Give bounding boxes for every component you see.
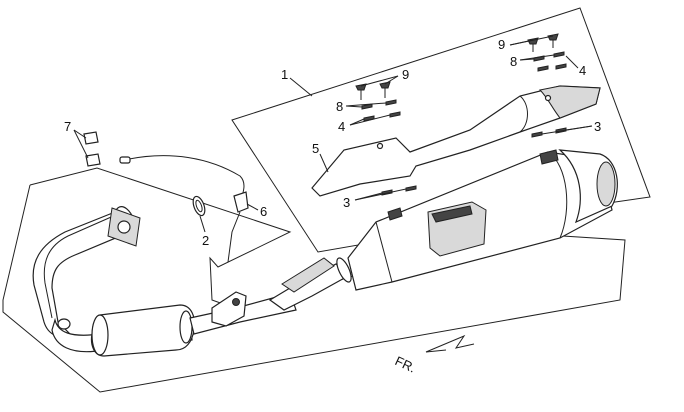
callout-9-left: 9 <box>402 67 409 82</box>
front-arrow-icon <box>425 334 475 353</box>
callout-3-bottom: 3 <box>343 195 350 210</box>
callout-6: 6 <box>260 204 267 219</box>
callout-8-left: 8 <box>336 99 343 114</box>
sensor-body <box>233 191 249 213</box>
callout-3-right: 3 <box>594 119 601 134</box>
muffler-body <box>347 149 618 291</box>
sensor-wire <box>119 155 249 263</box>
heat-shield <box>311 85 601 197</box>
gasket <box>192 195 206 217</box>
callout-1: 1 <box>281 67 288 82</box>
callout-4-left: 4 <box>338 119 345 134</box>
leader-lines <box>73 35 593 233</box>
front-direction-indicator: FR. <box>393 334 475 376</box>
direction-label: FR. <box>393 353 418 375</box>
callout-5: 5 <box>312 141 319 156</box>
callout-9-right: 9 <box>498 37 505 52</box>
mid-pipe <box>90 257 352 357</box>
callout-8-right: 8 <box>510 54 517 69</box>
callout-7: 7 <box>64 119 71 134</box>
callout-4-right: 4 <box>579 63 586 78</box>
callout-2: 2 <box>202 233 209 248</box>
flange-nuts <box>83 131 101 167</box>
